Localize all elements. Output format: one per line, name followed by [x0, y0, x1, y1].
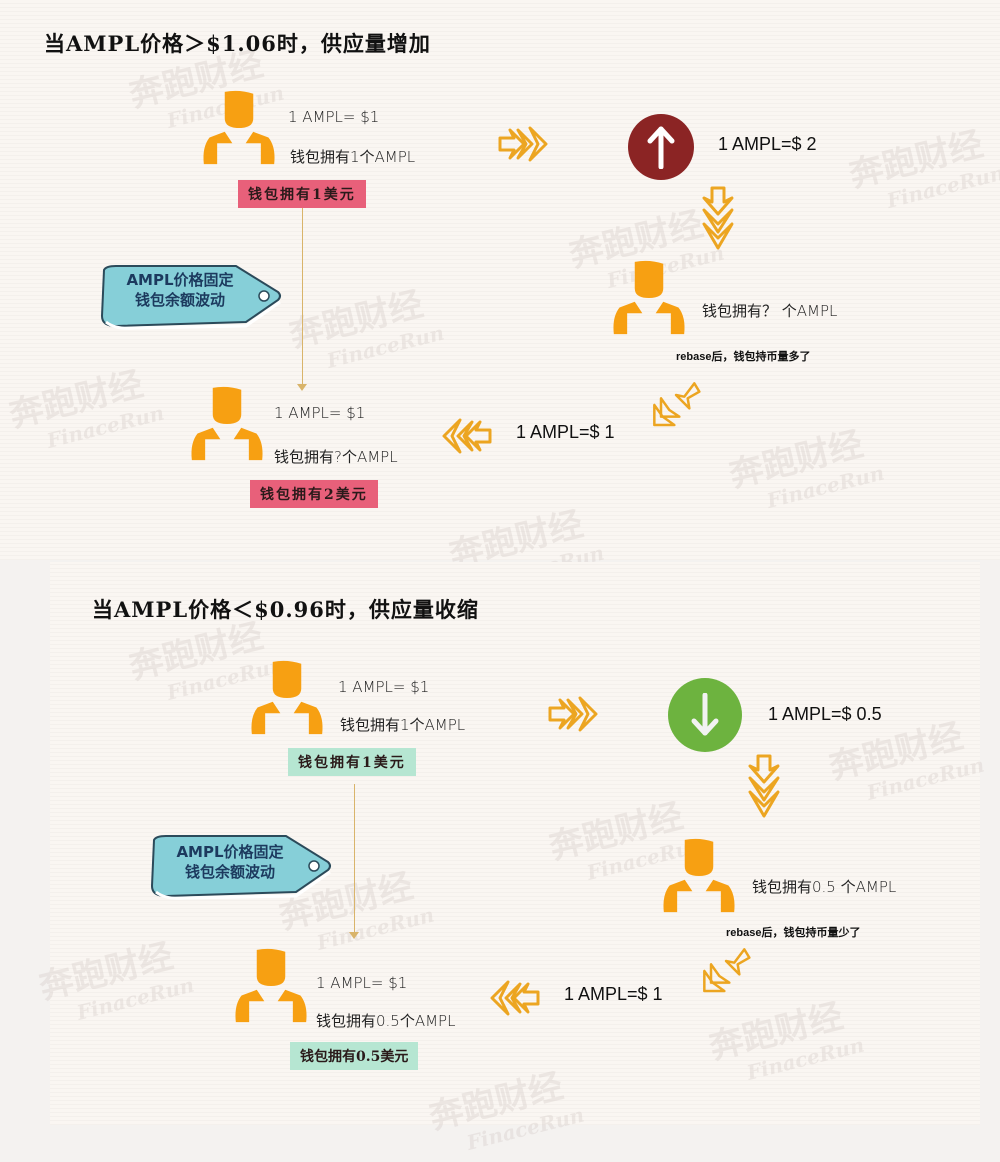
price-down-circle: [668, 678, 742, 752]
chevron-diagonal-icon: [696, 946, 756, 996]
holding-label: 钱包拥有0.5 个AMPL: [752, 878, 897, 896]
price-label: 1 AMPL= $1: [316, 974, 408, 992]
holding-label: 钱包拥有1个AMPL: [340, 716, 466, 734]
balance-badge: 钱包拥有1美元: [238, 180, 366, 208]
holding-label: 钱包拥有？ 个AMPL: [702, 302, 838, 320]
new-price-label: 1 AMPL=$ 0.5: [768, 704, 882, 724]
price-up-circle: [628, 114, 694, 180]
connector-arrowhead: [297, 384, 307, 391]
section-title: 当AMPL价格＜$0.96时，供应量收缩: [92, 597, 479, 622]
user-icon: [606, 260, 692, 336]
holding-label: 钱包拥有?个AMPL: [274, 448, 398, 466]
arrow-down-icon: [691, 693, 719, 736]
tag-line-1: AMPL价格固定: [176, 843, 284, 861]
price-label: 1 AMPL= $1: [338, 678, 430, 696]
section-title: 当AMPL价格＞$1.06时，供应量增加: [44, 31, 431, 56]
price-tag-label: AMPL价格固定 钱包余额波动: [160, 842, 300, 882]
chevron-down-icon: [744, 754, 784, 824]
new-price-label: 1 AMPL=$ 2: [718, 134, 817, 154]
tag-line-2: 钱包余额波动: [184, 863, 275, 881]
tag-line-2: 钱包余额波动: [134, 291, 225, 309]
user-icon: [244, 660, 330, 736]
tag-line-1: AMPL价格固定: [126, 271, 234, 289]
user-icon: [656, 838, 742, 914]
return-price-label: 1 AMPL=$ 1: [564, 984, 663, 1004]
balance-badge: 钱包拥有2美元: [250, 480, 378, 508]
chevron-left-icon: [422, 416, 492, 456]
price-tag-label: AMPL价格固定 钱包余额波动: [110, 270, 250, 310]
user-icon: [228, 948, 314, 1024]
user-icon: [184, 386, 270, 462]
connector-arrowhead: [349, 932, 359, 939]
price-label: 1 AMPL= $1: [288, 108, 380, 126]
user-icon: [196, 90, 282, 166]
rebase-note: rebase后，钱包持币量少了: [726, 927, 861, 939]
connector-line: [302, 208, 303, 388]
arrow-up-icon: [647, 126, 675, 169]
holding-label: 钱包拥有0.5个AMPL: [316, 1012, 456, 1030]
connector-line: [354, 784, 355, 936]
balance-badge: 钱包拥有0.5美元: [290, 1042, 419, 1070]
balance-badge: 钱包拥有1美元: [288, 748, 416, 776]
price-label: 1 AMPL= $1: [274, 404, 366, 422]
chevron-right-icon: [548, 694, 618, 734]
chevron-right-icon: [498, 124, 568, 164]
return-price-label: 1 AMPL=$ 1: [516, 422, 615, 442]
chevron-left-icon: [470, 978, 540, 1018]
chevron-diagonal-icon: [646, 380, 706, 430]
holding-label: 钱包拥有1个AMPL: [290, 148, 416, 166]
rebase-note: rebase后，钱包持币量多了: [676, 351, 811, 363]
chevron-down-icon: [698, 186, 738, 256]
